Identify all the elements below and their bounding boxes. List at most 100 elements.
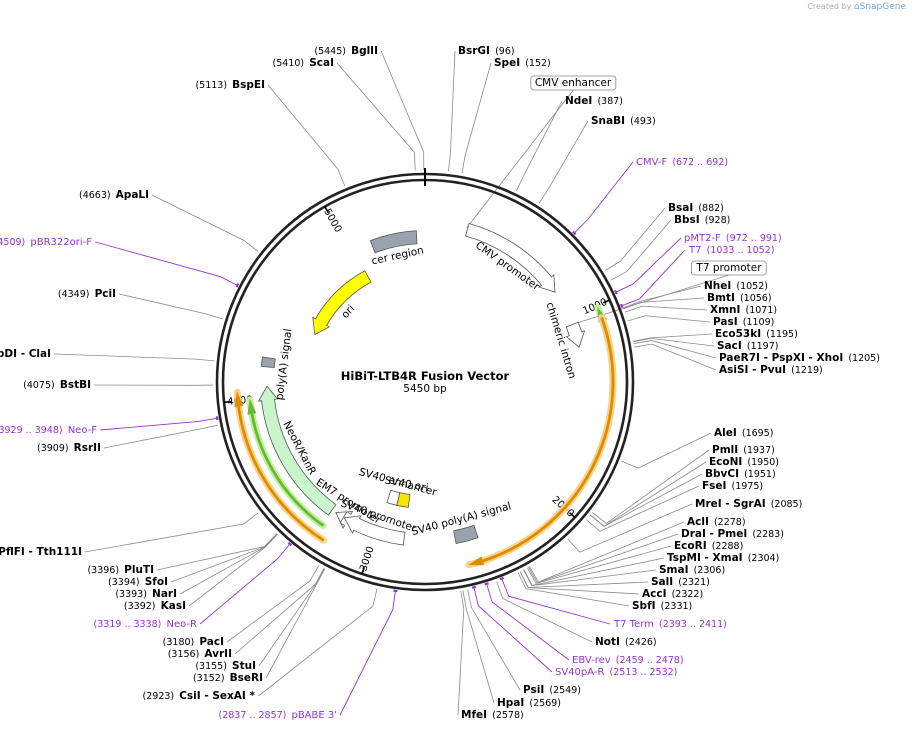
enzyme-label[interactable]: (3156) AvrII bbox=[168, 644, 232, 663]
enzyme-label[interactable]: NotI (2426) bbox=[595, 632, 657, 651]
enzyme-label[interactable]: EcoNI (1950) bbox=[709, 452, 779, 471]
enzyme-label[interactable]: (4349) PciI bbox=[58, 284, 116, 303]
primer-label[interactable]: pMT2-F (972 .. 991) bbox=[684, 228, 782, 247]
enzyme-sfoi[interactable]: (3394) SfoI bbox=[108, 572, 168, 591]
enzyme-label[interactable]: FseI (1975) bbox=[702, 476, 763, 495]
enzyme-fsei[interactable]: FseI (1975) bbox=[702, 476, 763, 495]
enzyme-label[interactable]: BsaI (882) bbox=[668, 198, 724, 217]
enzyme-bspdi-clai[interactable]: (4174) BspDI - ClaI bbox=[0, 344, 51, 363]
enzyme-label[interactable]: MreI - SgrAI (2085) bbox=[695, 494, 802, 513]
enzyme-nhei[interactable]: NheI (1052) bbox=[704, 276, 768, 295]
enzyme-snabi[interactable]: SnaBI (493) bbox=[591, 111, 656, 130]
enzyme-label[interactable]: PaeR7I - PspXI - XhoI (1205) bbox=[719, 348, 880, 367]
enzyme-bsrgi[interactable]: BsrGI (96) bbox=[458, 41, 515, 60]
primer-cmv-f[interactable]: CMV-F (672 .. 692) bbox=[636, 152, 728, 171]
enzyme-label[interactable]: TspMI - XmaI (2304) bbox=[667, 548, 779, 567]
primer-label[interactable]: (2837 .. 2857) pBABE 3' bbox=[219, 705, 337, 724]
enzyme-sbfi[interactable]: SbfI (2331) bbox=[632, 596, 692, 615]
enzyme-pflfi-tth111i[interactable]: (3511) PflFI - Tth111I bbox=[0, 542, 82, 561]
enzyme-csii-sexai[interactable]: (2923) CsiI - SexAI * bbox=[143, 686, 256, 705]
enzyme-drai-pmei[interactable]: DraI - PmeI (2283) bbox=[681, 524, 784, 543]
enzyme-label[interactable]: (3909) RsrII bbox=[37, 438, 101, 457]
enzyme-smai[interactable]: SmaI (2306) bbox=[659, 560, 725, 579]
enzyme-label[interactable]: Eco53kI (1195) bbox=[715, 324, 798, 343]
enzyme-bbsi[interactable]: BbsI (928) bbox=[674, 210, 730, 229]
enzyme-label[interactable]: NheI (1052) bbox=[704, 276, 768, 295]
enzyme-saci[interactable]: SacI (1197) bbox=[717, 336, 778, 355]
primer-pmt2-f[interactable]: pMT2-F (972 .. 991) bbox=[684, 228, 782, 247]
primer-neo-f[interactable]: (3929 .. 3948) Neo-F bbox=[0, 420, 97, 439]
enzyme-ecori[interactable]: EcoRI (2288) bbox=[674, 536, 743, 555]
enzyme-alei[interactable]: AleI (1695) bbox=[714, 423, 773, 442]
enzyme-label[interactable]: (5410) ScaI bbox=[273, 53, 334, 72]
enzyme-kasi[interactable]: (3392) KasI bbox=[124, 596, 186, 615]
enzyme-label[interactable]: SpeI (152) bbox=[494, 53, 551, 72]
enzyme-spei[interactable]: SpeI (152) bbox=[494, 53, 551, 72]
enzyme-label[interactable]: (3152) BseRI bbox=[193, 668, 263, 687]
primer-label[interactable]: SV40pA-R (2513 .. 2532) bbox=[555, 662, 677, 681]
enzyme-label[interactable]: BsrGI (96) bbox=[458, 41, 515, 60]
enzyme-noti[interactable]: NotI (2426) bbox=[595, 632, 657, 651]
primer-label[interactable]: (3929 .. 3948) Neo-F bbox=[0, 420, 97, 439]
enzyme-label[interactable]: AclI (2278) bbox=[687, 512, 746, 531]
enzyme-label[interactable]: PsiI (2549) bbox=[523, 680, 581, 699]
enzyme-nari[interactable]: (3393) NarI bbox=[115, 584, 177, 603]
enzyme-econi[interactable]: EcoNI (1950) bbox=[709, 452, 779, 471]
enzyme-label[interactable]: SnaBI (493) bbox=[591, 111, 656, 130]
enzyme-label[interactable]: MfeI (2578) bbox=[461, 705, 524, 724]
enzyme-apali[interactable]: (4663) ApaLI bbox=[79, 185, 149, 204]
enzyme-bsai[interactable]: BsaI (882) bbox=[668, 198, 724, 217]
primer-label[interactable]: T7 Term (2393 .. 2411) bbox=[613, 614, 727, 633]
enzyme-avrii[interactable]: (3156) AvrII bbox=[168, 644, 232, 663]
primer-t7[interactable]: T7 (1033 .. 1052) bbox=[688, 240, 774, 259]
enzyme-bglii[interactable]: (5445) BglII bbox=[314, 41, 378, 60]
enzyme-label[interactable]: (3396) PluTI bbox=[87, 560, 154, 579]
enzyme-bseri[interactable]: (3152) BseRI bbox=[193, 668, 263, 687]
primer-label[interactable]: CMV-F (672 .. 692) bbox=[636, 152, 728, 171]
enzyme-label[interactable]: PmlI (1937) bbox=[712, 440, 775, 459]
enzyme-bspei[interactable]: (5113) BspEI bbox=[195, 75, 265, 94]
enzyme-label[interactable]: DraI - PmeI (2283) bbox=[681, 524, 784, 543]
enzyme-tspmi-xmai[interactable]: TspMI - XmaI (2304) bbox=[667, 548, 779, 567]
enzyme-label[interactable]: AsiSI - PvuI (1219) bbox=[719, 360, 823, 379]
enzyme-label[interactable]: (5113) BspEI bbox=[195, 75, 265, 94]
primer-ebv-rev[interactable]: EBV-rev (2459 .. 2478) bbox=[572, 650, 684, 669]
enzyme-label[interactable]: (3155) StuI bbox=[195, 656, 256, 675]
enzyme-label[interactable]: SacI (1197) bbox=[717, 336, 778, 355]
callout-t7-promoter[interactable]: T7 promoter bbox=[691, 260, 767, 276]
enzyme-stui[interactable]: (3155) StuI bbox=[195, 656, 256, 675]
enzyme-pcii[interactable]: (4349) PciI bbox=[58, 284, 116, 303]
enzyme-label[interactable]: (4075) BstBI bbox=[23, 375, 91, 394]
enzyme-pluti[interactable]: (3396) PluTI bbox=[87, 560, 154, 579]
enzyme-label[interactable]: BbvCI (1951) bbox=[705, 464, 776, 483]
enzyme-asisi-pvui[interactable]: AsiSI - PvuI (1219) bbox=[719, 360, 823, 379]
enzyme-label[interactable]: (3393) NarI bbox=[115, 584, 177, 603]
enzyme-mfei[interactable]: MfeI (2578) bbox=[461, 705, 524, 724]
primer-label[interactable]: EBV-rev (2459 .. 2478) bbox=[572, 650, 684, 669]
enzyme-acli[interactable]: AclI (2278) bbox=[687, 512, 746, 531]
enzyme-pmli[interactable]: PmlI (1937) bbox=[712, 440, 775, 459]
primer-pbabe-3[interactable]: (2837 .. 2857) pBABE 3' bbox=[219, 705, 337, 724]
enzyme-label[interactable]: (3394) SfoI bbox=[108, 572, 168, 591]
enzyme-rsrii[interactable]: (3909) RsrII bbox=[37, 438, 101, 457]
enzyme-label[interactable]: (3511) PflFI - Tth111I bbox=[0, 542, 82, 561]
enzyme-label[interactable]: (5445) BglII bbox=[314, 41, 378, 60]
enzyme-psii[interactable]: PsiI (2549) bbox=[523, 680, 581, 699]
enzyme-label[interactable]: XmnI (1071) bbox=[710, 300, 777, 319]
primer-label[interactable]: (3319 .. 3338) Neo-R bbox=[94, 614, 197, 633]
enzyme-label[interactable]: (4174) BspDI - ClaI bbox=[0, 344, 51, 363]
enzyme-label[interactable]: SbfI (2331) bbox=[632, 596, 692, 615]
enzyme-label[interactable]: AccI (2322) bbox=[642, 584, 703, 603]
enzyme-label[interactable]: EcoRI (2288) bbox=[674, 536, 743, 555]
enzyme-eco53ki[interactable]: Eco53kI (1195) bbox=[715, 324, 798, 343]
enzyme-mrei-sgrai[interactable]: MreI - SgrAI (2085) bbox=[695, 494, 802, 513]
primer-sv40pa-r[interactable]: SV40pA-R (2513 .. 2532) bbox=[555, 662, 677, 681]
enzyme-pasi[interactable]: PasI (1109) bbox=[713, 312, 774, 331]
callout-cmv-enhancer[interactable]: CMV enhancer bbox=[530, 75, 617, 91]
enzyme-paer7i-pspxi-xhoi[interactable]: PaeR7I - PspXI - XhoI (1205) bbox=[719, 348, 880, 367]
enzyme-label[interactable]: SalI (2321) bbox=[651, 572, 710, 591]
primer-label[interactable]: (4490 .. 4509) pBR322ori-F bbox=[0, 232, 92, 251]
enzyme-label[interactable]: BmtI (1056) bbox=[707, 288, 772, 307]
enzyme-acci[interactable]: AccI (2322) bbox=[642, 584, 703, 603]
primer-t7-term[interactable]: T7 Term (2393 .. 2411) bbox=[613, 614, 727, 633]
